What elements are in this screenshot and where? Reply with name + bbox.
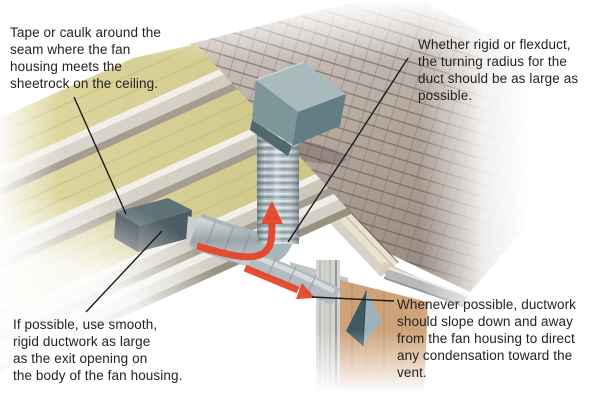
annotation-turning-radius: Whether rigid or flexduct, the turning r… [418,37,579,103]
airflow-arrow-up-head [261,201,283,224]
leader-line-bottom-right [311,296,395,302]
annotation-slope-down: Whenever possible, ductwork should slope… [397,297,577,380]
sloped-duct [246,251,341,306]
annotation-rigid-ductwork: If possible, use smooth, rigid ductwork … [13,317,183,383]
leader-line-bottom-left [85,230,163,313]
airflow-arrow-down-head [296,283,315,299]
leader-line-top-right [287,57,409,243]
annotation-tape-caulk-seam: Tape or caulk around the seam where the … [10,25,161,91]
leader-lines [73,57,409,313]
leader-line-top-left [73,96,127,215]
airflow-arrow-down [243,264,300,294]
roof-vent-cap [250,61,346,156]
